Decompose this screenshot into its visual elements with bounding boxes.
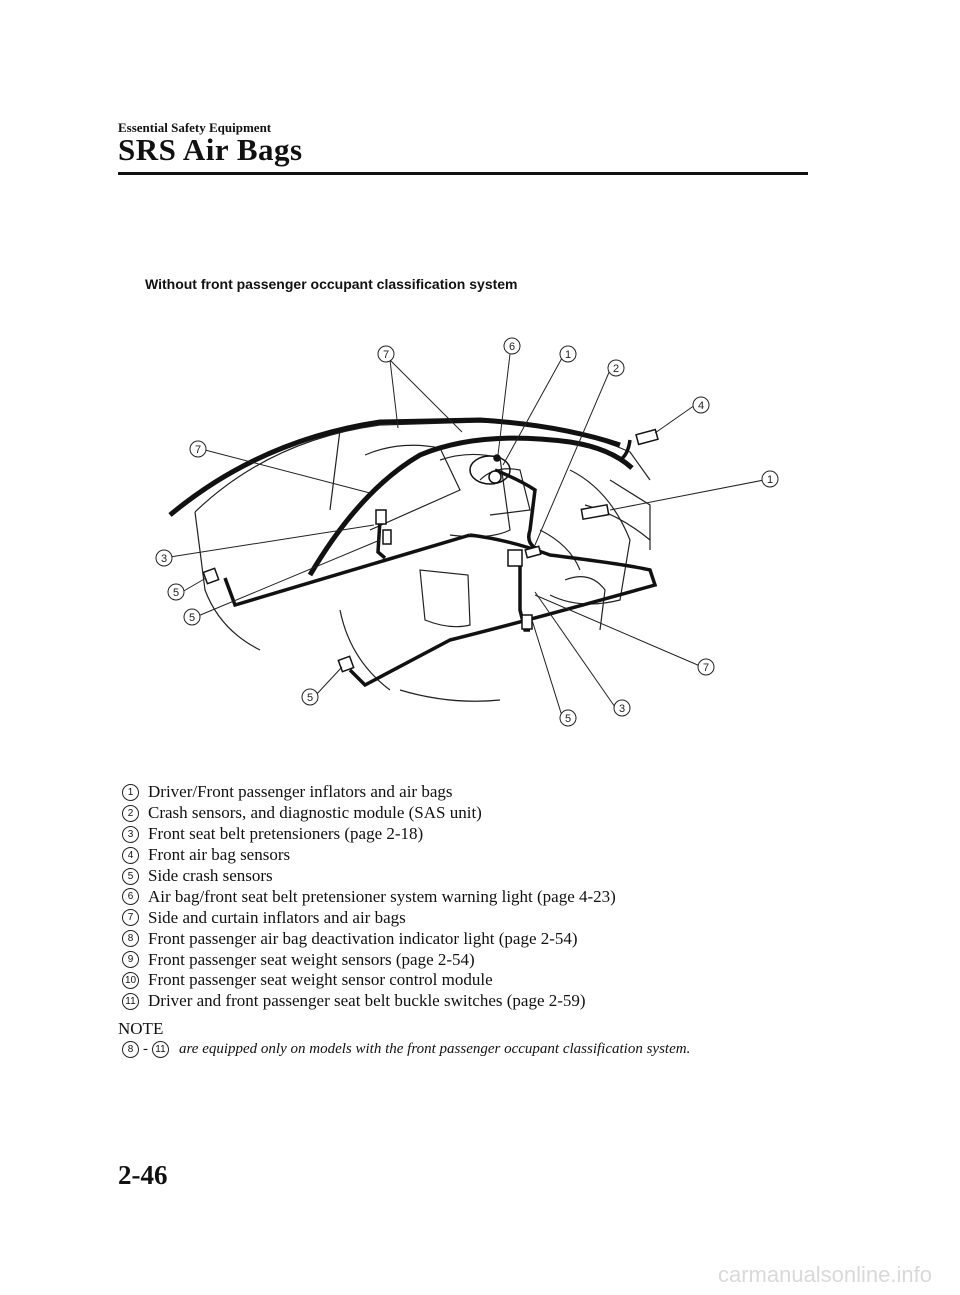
callout-badge: 1	[560, 346, 576, 362]
legend-item: 8 Front passenger air bag deactivation in…	[122, 928, 822, 949]
callout-number: 5	[173, 587, 179, 599]
note-from-number: 8	[122, 1041, 139, 1058]
watermark: carmanualsonline.info	[718, 1262, 932, 1288]
callout-badge: 4	[693, 397, 709, 413]
legend-number: 6	[122, 888, 139, 905]
legend-number: 3	[122, 826, 139, 843]
callout-number: 4	[698, 400, 704, 412]
callouts: 7 6 1 2 4 7 1 3 5 5 7 5 3 5	[156, 338, 778, 726]
note-dash: -	[143, 1041, 148, 1058]
legend-text: Driver and front passenger seat belt buc…	[148, 991, 586, 1011]
legend-text: Side crash sensors	[148, 866, 273, 886]
legend-text: Front seat belt pretensioners (page 2-18…	[148, 824, 423, 844]
callout-number: 7	[383, 349, 389, 361]
component-boxes	[203, 430, 658, 672]
callout-number: 7	[703, 662, 709, 674]
wiring-harness	[225, 440, 655, 685]
callout-badge: 5	[184, 609, 200, 625]
legend-item: 3 Front seat belt pretensioners (page 2-1…	[122, 824, 822, 845]
callout-number: 2	[613, 363, 619, 375]
legend-item: 9 Front passenger seat weight sensors (pa…	[122, 949, 822, 970]
legend-item: 2 Crash sensors, and diagnostic module (S…	[122, 803, 822, 824]
note-heading: NOTE	[118, 1019, 163, 1039]
callout-badge: 2	[608, 360, 624, 376]
legend-number: 11	[122, 993, 139, 1010]
page-title: SRS Air Bags	[118, 132, 303, 168]
legend-text: Front air bag sensors	[148, 845, 290, 865]
callout-badge: 1	[762, 471, 778, 487]
component-legend: 1 Driver/Front passenger inflators and ai…	[122, 782, 822, 1012]
callout-badge: 6	[504, 338, 520, 354]
legend-number: 7	[122, 909, 139, 926]
callout-number: 3	[619, 703, 625, 715]
legend-item: 4 Front air bag sensors	[122, 845, 822, 866]
title-rule	[118, 172, 808, 175]
legend-item: 6 Air bag/front seat belt pretensioner sy…	[122, 886, 822, 907]
legend-item: 11 Driver and front passenger seat belt b…	[122, 991, 822, 1012]
legend-item: 7 Side and curtain inflators and air bags	[122, 907, 822, 928]
legend-text: Crash sensors, and diagnostic module (SA…	[148, 803, 482, 823]
callout-number: 5	[189, 612, 195, 624]
srs-component-diagram: 7 6 1 2 4 7 1 3 5 5 7 5 3 5	[150, 330, 810, 760]
callout-badge: 3	[156, 550, 172, 566]
legend-item: 10 Front passenger seat weight sensor con…	[122, 970, 822, 991]
note-text: 8 - 11 are equipped only on models with …	[122, 1041, 690, 1058]
legend-number: 5	[122, 868, 139, 885]
callout-number: 5	[307, 692, 313, 704]
curtain-airbag-path	[170, 420, 632, 575]
callout-badge: 5	[560, 710, 576, 726]
note-body: are equipped only on models with the fro…	[179, 1041, 690, 1058]
legend-number: 1	[122, 784, 139, 801]
legend-text: Side and curtain inflators and air bags	[148, 908, 406, 928]
legend-text: Air bag/front seat belt pretensioner sys…	[148, 887, 616, 907]
legend-number: 10	[122, 972, 139, 989]
callout-number: 5	[565, 713, 571, 725]
callout-badge: 5	[168, 584, 184, 600]
callout-badge: 3	[614, 700, 630, 716]
callout-number: 6	[509, 341, 515, 353]
legend-number: 2	[122, 805, 139, 822]
legend-number: 4	[122, 847, 139, 864]
callout-number: 1	[565, 349, 571, 361]
legend-text: Front passenger air bag deactivation ind…	[148, 929, 578, 949]
callout-badge: 5	[302, 689, 318, 705]
callout-number: 1	[767, 474, 773, 486]
callout-badge: 7	[378, 346, 394, 362]
diagram-caption: Without front passenger occupant classif…	[145, 276, 518, 292]
legend-item: 5 Side crash sensors	[122, 866, 822, 887]
callout-number: 3	[161, 553, 167, 565]
callout-badge: 7	[698, 659, 714, 675]
legend-number: 9	[122, 951, 139, 968]
legend-text: Front passenger seat weight sensors (pag…	[148, 950, 475, 970]
legend-number: 8	[122, 930, 139, 947]
page-number: 2-46	[118, 1160, 168, 1191]
legend-text: Driver/Front passenger inflators and air…	[148, 782, 453, 802]
legend-text: Front passenger seat weight sensor contr…	[148, 970, 493, 990]
callout-number: 7	[195, 444, 201, 456]
legend-item: 1 Driver/Front passenger inflators and ai…	[122, 782, 822, 803]
note-to-number: 11	[152, 1041, 169, 1058]
callout-badge: 7	[190, 441, 206, 457]
